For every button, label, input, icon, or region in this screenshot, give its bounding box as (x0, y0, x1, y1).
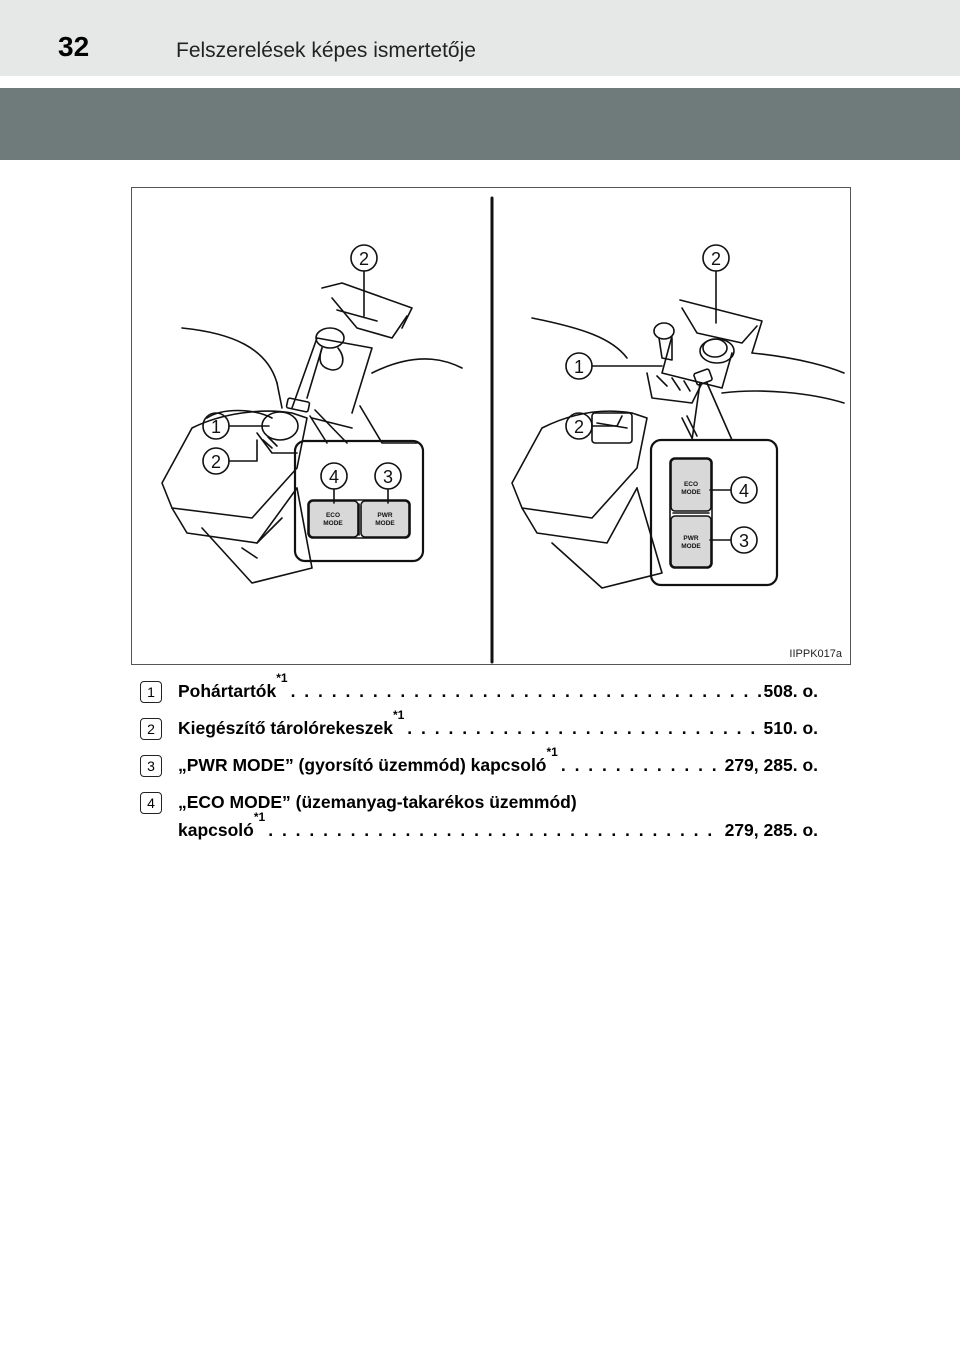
legend-text: Pohártartók (178, 681, 277, 701)
legend-list: 1 Pohártartók*1 508. o. 2 Kiegészítő tár… (140, 671, 830, 851)
footnote-mark: *1 (546, 745, 558, 759)
left-pwr-label-2: MODE (375, 520, 395, 527)
legend-item: 2 Kiegészítő tárolórekeszek*1 510. o. (140, 708, 830, 750)
header-band (0, 0, 960, 76)
callout-left-5: 3 (383, 467, 393, 487)
footnote-mark: *1 (276, 671, 288, 685)
chapter-band (0, 88, 960, 160)
right-pwr-label-2: MODE (681, 543, 701, 550)
section-title: Felszerelések képes ismertetője (176, 39, 476, 62)
legend-number: 2 (140, 718, 162, 740)
figure-code: IIPPK017a (789, 648, 842, 660)
left-eco-label-2: MODE (323, 520, 343, 527)
legend-entry-line-2: kapcsoló*1 279, 285. o. (178, 810, 818, 843)
left-pwr-label-1: PWR (377, 512, 392, 519)
legend-text: „ECO MODE” (üzemanyag-takarékos üzemmód) (178, 792, 577, 812)
leader-dots (407, 715, 760, 741)
footnote-mark: *1 (392, 708, 405, 722)
legend-page-ref[interactable]: 510. o. (763, 718, 818, 738)
legend-page-ref[interactable]: 279, 285. o. (724, 820, 818, 840)
legend-item: 4 „ECO MODE” (üzemanyag-takarékos üzemmó… (140, 787, 830, 851)
right-eco-label-2: MODE (681, 489, 701, 496)
legend-number: 4 (140, 792, 162, 814)
leader-dots (561, 752, 722, 778)
legend-entry: Kiegészítő tárolórekeszek*1 510. o. (178, 708, 818, 741)
legend-page-ref[interactable]: 508. o. (763, 681, 818, 701)
legend-entry: „PWR MODE” (gyorsító üzemmód) kapcsoló*1… (178, 745, 818, 778)
legend-number: 3 (140, 755, 162, 777)
footnote-mark: *1 (253, 810, 266, 824)
callout-left-3: 2 (211, 452, 221, 472)
left-eco-label-1: ECO (326, 512, 340, 519)
legend-item: 3 „PWR MODE” (gyorsító üzemmód) kapcsoló… (140, 745, 830, 787)
callout-left-4: 4 (329, 467, 339, 487)
page-number: 32 (58, 31, 90, 62)
console-illustration: 2 1 2 4 3 2 1 2 4 3 ECO MODE PWR MODE EC… (131, 187, 851, 665)
callout-right-5: 3 (739, 531, 749, 551)
legend-entry: Pohártartók*1 508. o. (178, 671, 818, 704)
callout-right-3: 2 (574, 417, 584, 437)
callout-right-2: 1 (574, 357, 584, 377)
legend-text: kapcsoló (178, 820, 254, 840)
leader-dots (291, 678, 761, 704)
legend-page-ref[interactable]: 279, 285. o. (724, 755, 818, 775)
legend-number: 1 (140, 681, 162, 703)
legend-text: Kiegészítő tárolórekeszek (178, 718, 393, 738)
callout-left-2: 1 (211, 417, 221, 437)
right-eco-label-1: ECO (684, 481, 698, 488)
right-pwr-label-1: PWR (683, 535, 698, 542)
legend-entry-line-1: „ECO MODE” (üzemanyag-takarékos üzemmód) (178, 789, 818, 815)
console-drawing: 2 1 2 4 3 2 1 2 4 3 ECO MODE PWR MODE EC… (161, 196, 845, 664)
callout-right-1: 2 (711, 249, 721, 269)
callout-left-1: 2 (359, 249, 369, 269)
legend-item: 1 Pohártartók*1 508. o. (140, 671, 830, 713)
callout-right-4: 4 (739, 481, 749, 501)
leader-dots (268, 817, 721, 843)
legend-text: „PWR MODE” (gyorsító üzemmód) kapcsoló (178, 755, 547, 775)
